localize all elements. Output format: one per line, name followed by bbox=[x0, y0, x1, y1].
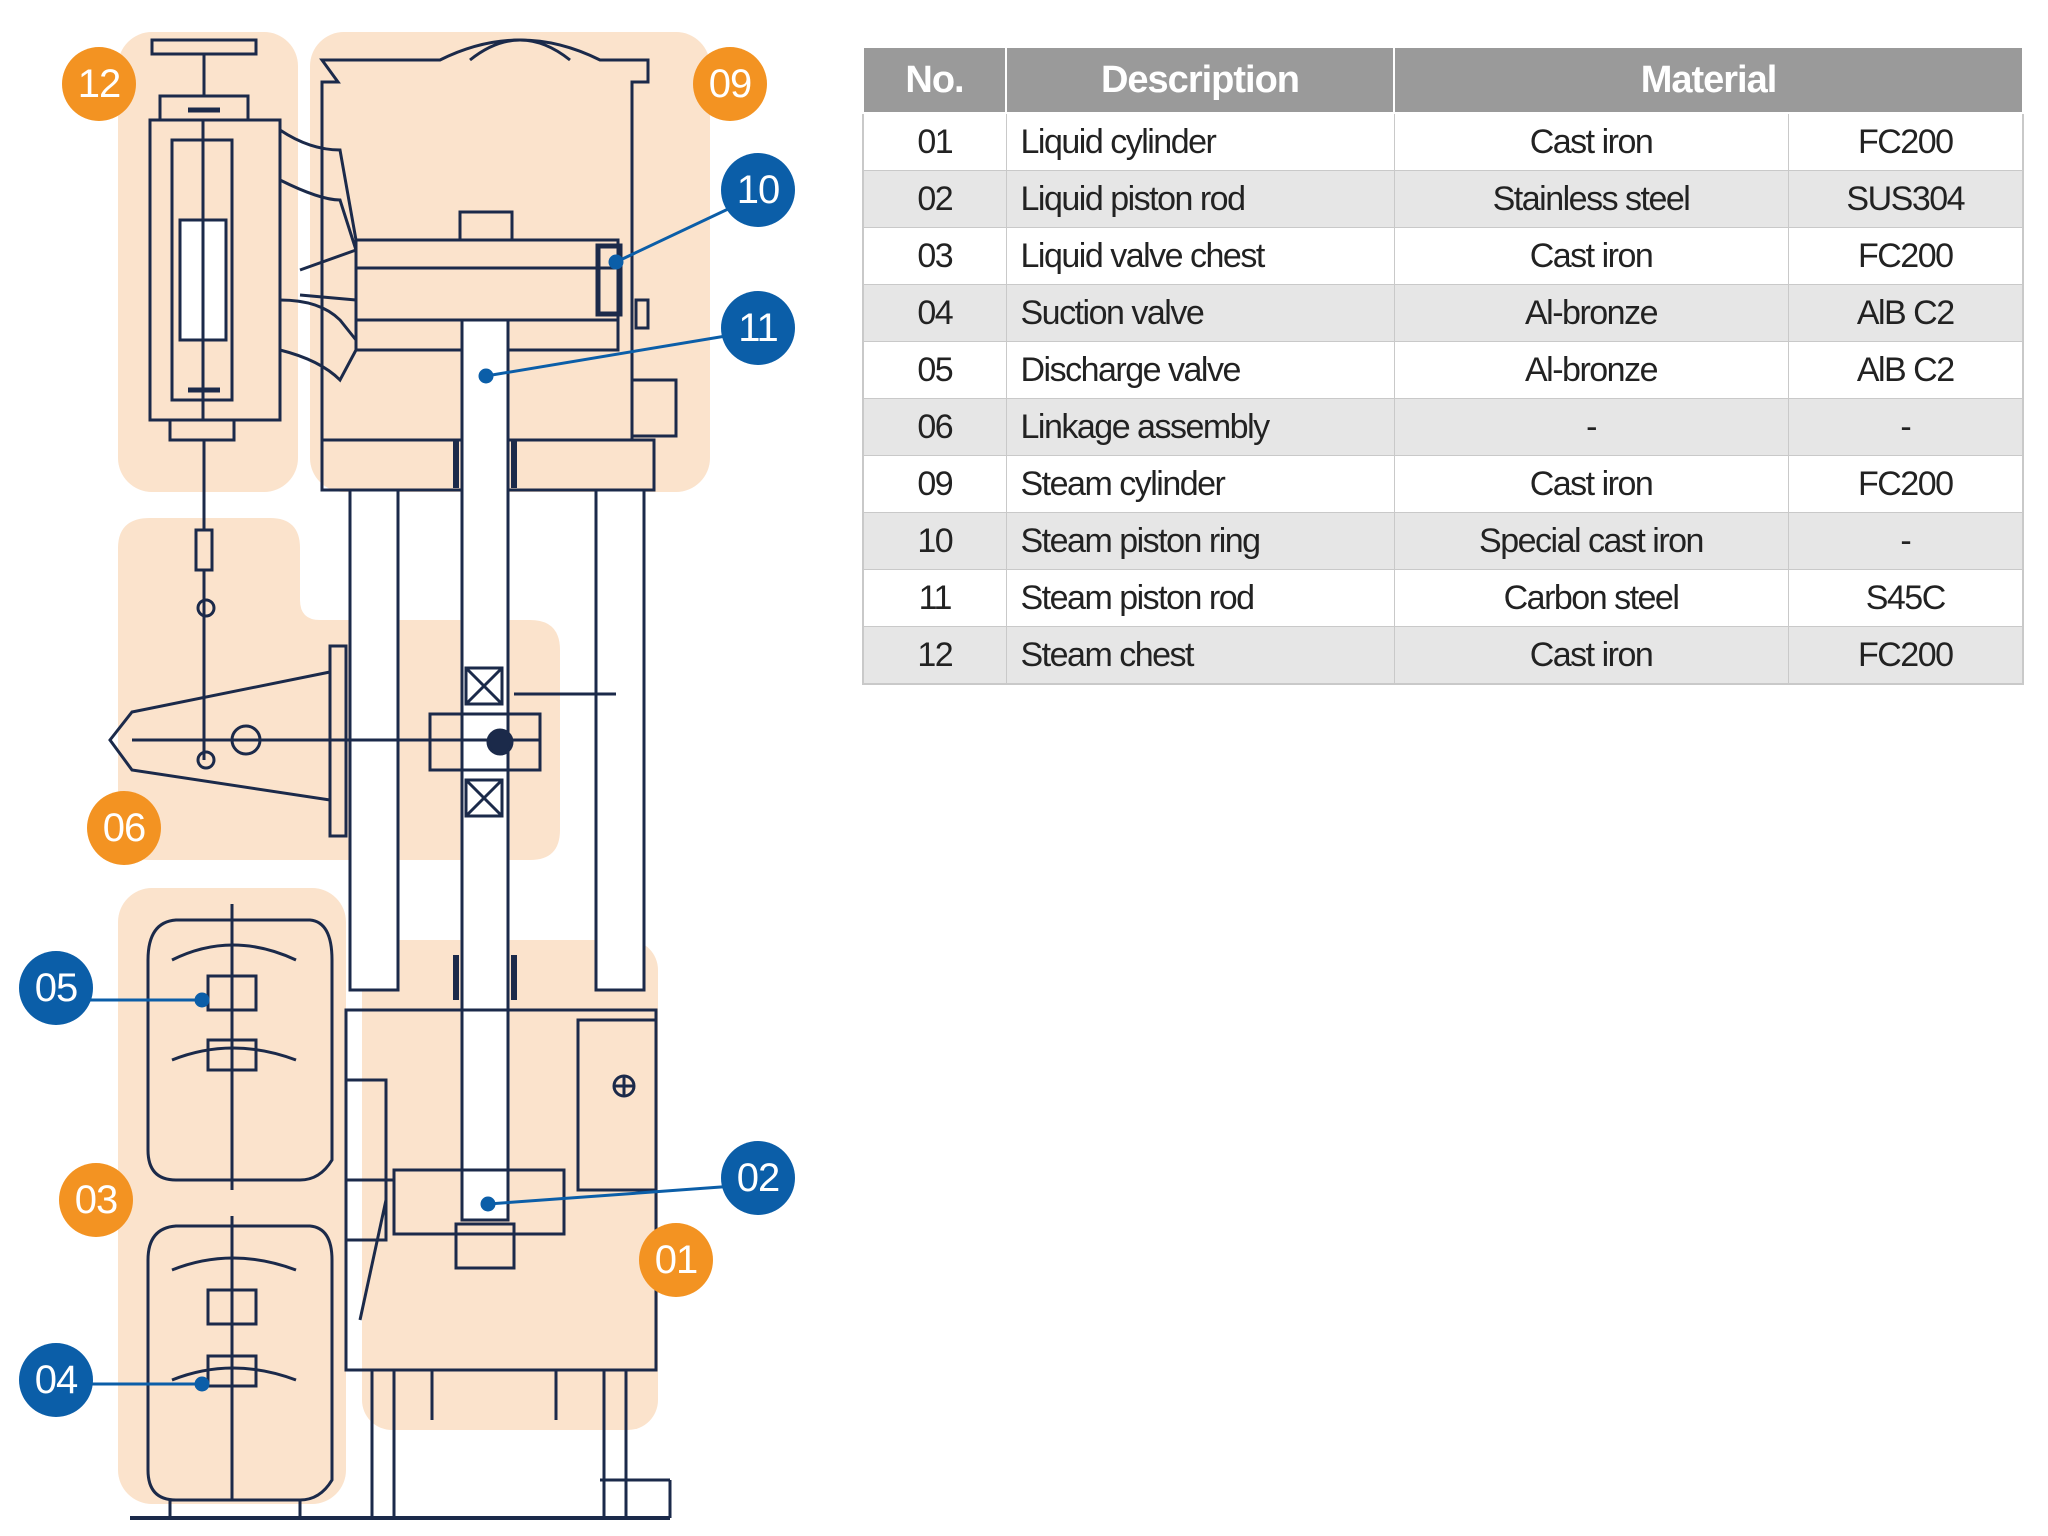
cell-description: Steam piston rod bbox=[1005, 569, 1395, 627]
table-row: 04 Suction valve Al-bronze AlB C2 bbox=[862, 284, 2024, 342]
zone-liquid-cylinder bbox=[362, 940, 658, 1430]
component-zones bbox=[118, 32, 710, 1504]
cell-grade: - bbox=[1787, 398, 2024, 456]
table-row: 05 Discharge valve Al-bronze AlB C2 bbox=[862, 341, 2024, 399]
table-row: 10 Steam piston ring Special cast iron - bbox=[862, 512, 2024, 570]
svg-text:04: 04 bbox=[35, 1358, 78, 1402]
table-row: 02 Liquid piston rod Stainless steel SUS… bbox=[862, 170, 2024, 228]
cell-no: 03 bbox=[862, 227, 1007, 285]
cell-material: Cast iron bbox=[1393, 455, 1789, 513]
liquid-cylinder-drawing bbox=[344, 1008, 672, 1520]
header-material: Material bbox=[1393, 46, 2024, 114]
svg-text:12: 12 bbox=[78, 62, 121, 106]
table-row: 03 Liquid valve chest Cast iron FC200 bbox=[862, 227, 2024, 285]
cell-description: Liquid piston rod bbox=[1005, 170, 1395, 228]
header-description: Description bbox=[1005, 46, 1395, 114]
callout-01: 01 bbox=[639, 1223, 713, 1297]
svg-text:09: 09 bbox=[709, 62, 752, 106]
callout-10: 10 bbox=[721, 153, 795, 227]
cell-material: Cast iron bbox=[1393, 227, 1789, 285]
cell-material: Al-bronze bbox=[1393, 284, 1789, 342]
cell-description: Steam piston ring bbox=[1005, 512, 1395, 570]
cell-material: Carbon steel bbox=[1393, 569, 1789, 627]
cell-grade: AlB C2 bbox=[1787, 284, 2024, 342]
cell-material: Cast iron bbox=[1393, 112, 1789, 171]
callout-09: 09 bbox=[693, 47, 767, 121]
cell-description: Discharge valve bbox=[1005, 341, 1395, 399]
callout-badges: 12 09 10 11 06 05 03 02 bbox=[19, 47, 795, 1417]
cell-material: Special cast iron bbox=[1393, 512, 1789, 570]
callout-02: 02 bbox=[721, 1141, 795, 1215]
svg-text:05: 05 bbox=[35, 966, 78, 1010]
table-row: 09 Steam cylinder Cast iron FC200 bbox=[862, 455, 2024, 513]
cell-material: Stainless steel bbox=[1393, 170, 1789, 228]
cell-grade: S45C bbox=[1787, 569, 2024, 627]
callout-12: 12 bbox=[62, 47, 136, 121]
valve-chest-drawing bbox=[130, 904, 670, 1520]
table-row: 12 Steam chest Cast iron FC200 bbox=[862, 626, 2024, 685]
cell-no: 12 bbox=[862, 626, 1007, 685]
callout-11: 11 bbox=[721, 291, 795, 365]
svg-text:02: 02 bbox=[737, 1156, 780, 1200]
cell-description: Steam chest bbox=[1005, 626, 1395, 685]
steam-chest-drawing bbox=[148, 38, 282, 770]
cell-grade: SUS304 bbox=[1787, 170, 2024, 228]
cell-grade: FC200 bbox=[1787, 227, 2024, 285]
cell-description: Steam cylinder bbox=[1005, 455, 1395, 513]
cell-grade: FC200 bbox=[1787, 112, 2024, 171]
cell-material: Al-bronze bbox=[1393, 341, 1789, 399]
cell-no: 10 bbox=[862, 512, 1007, 570]
cell-description: Liquid valve chest bbox=[1005, 227, 1395, 285]
callout-06: 06 bbox=[87, 791, 161, 865]
svg-text:03: 03 bbox=[75, 1178, 118, 1222]
table-row: 01 Liquid cylinder Cast iron FC200 bbox=[862, 112, 2024, 171]
zone-steam-cylinder bbox=[310, 32, 710, 492]
steam-cylinder-drawing bbox=[279, 38, 678, 442]
cell-grade: FC200 bbox=[1787, 455, 2024, 513]
cell-no: 02 bbox=[862, 170, 1007, 228]
callout-03: 03 bbox=[59, 1163, 133, 1237]
linkage-drawing bbox=[108, 644, 616, 838]
cell-no: 01 bbox=[862, 112, 1007, 171]
cell-no: 11 bbox=[862, 569, 1007, 627]
cell-grade: - bbox=[1787, 512, 2024, 570]
cell-description: Suction valve bbox=[1005, 284, 1395, 342]
zone-linkage bbox=[118, 518, 560, 860]
cell-description: Linkage assembly bbox=[1005, 398, 1395, 456]
mechanical-linework bbox=[108, 38, 678, 1520]
pump-cross-section-diagram: 12 09 10 11 06 05 03 02 bbox=[19, 32, 795, 1520]
parts-table: No. Description Material 01 Liquid cylin… bbox=[862, 46, 2024, 685]
callout-04: 04 bbox=[19, 1343, 93, 1417]
cell-no: 06 bbox=[862, 398, 1007, 456]
callout-05: 05 bbox=[19, 951, 93, 1025]
zone-valve-chest bbox=[118, 888, 346, 1504]
svg-text:10: 10 bbox=[737, 168, 780, 212]
cell-material: Cast iron bbox=[1393, 626, 1789, 685]
cell-no: 04 bbox=[862, 284, 1007, 342]
header-no: No. bbox=[862, 46, 1007, 114]
cell-grade: AlB C2 bbox=[1787, 341, 2024, 399]
svg-text:01: 01 bbox=[655, 1238, 698, 1282]
cell-no: 09 bbox=[862, 455, 1007, 513]
table-row: 11 Steam piston rod Carbon steel S45C bbox=[862, 569, 2024, 627]
leader-lines bbox=[56, 191, 763, 1392]
svg-text:11: 11 bbox=[738, 306, 778, 350]
cell-no: 05 bbox=[862, 341, 1007, 399]
cell-description: Liquid cylinder bbox=[1005, 112, 1395, 171]
cell-grade: FC200 bbox=[1787, 626, 2024, 685]
cell-material: - bbox=[1393, 398, 1789, 456]
svg-text:06: 06 bbox=[103, 806, 146, 850]
table-header-row: No. Description Material bbox=[862, 46, 2024, 114]
table-row: 06 Linkage assembly - - bbox=[862, 398, 2024, 456]
